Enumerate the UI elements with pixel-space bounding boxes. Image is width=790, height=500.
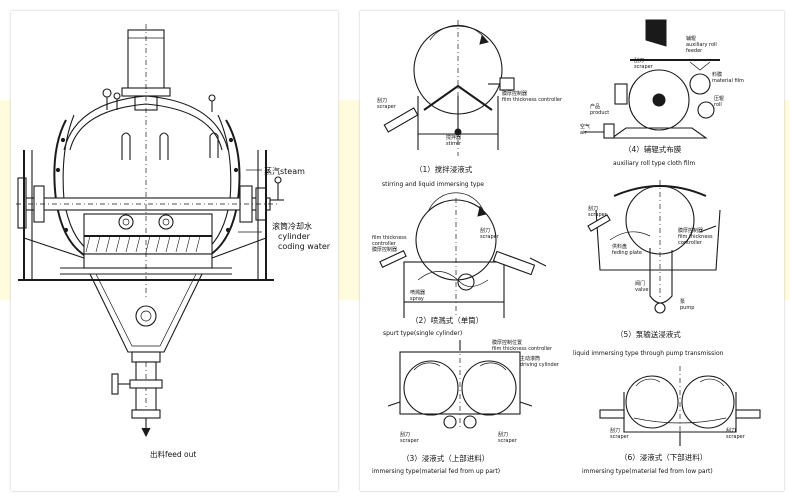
fig6-immersing-low-diagram <box>599 366 761 446</box>
cooling-label-en2: coding water <box>278 242 331 251</box>
discharge-hopper <box>89 273 203 353</box>
fig6-drum-left <box>625 375 679 429</box>
fig5-caption-cn: （5）泵输送浸液式 <box>616 329 681 339</box>
fig3-drum-left <box>403 360 459 416</box>
fig5-caption-en: liquid immersing type through pump trans… <box>573 350 724 357</box>
right-panel <box>360 11 784 491</box>
feed-out-label: 出料feed out <box>150 449 196 459</box>
fig3-immersing-up-diagram <box>387 340 533 430</box>
fig3-caption-cn: （3）浸液式（上部进料） <box>402 453 489 463</box>
fig5-pump-diagram <box>587 180 721 314</box>
fig2-caption-en: spurt type(single cylinder) <box>383 330 462 337</box>
fig4-caption-cn: （4）辅辊式布膜 <box>624 144 682 154</box>
fig1-caption-en: stirring and liquid immersing type <box>382 181 484 188</box>
fig4-drum <box>628 69 690 131</box>
cooling-label-cn: 滚筒冷却水 <box>272 221 312 231</box>
drum-cylinder <box>83 213 213 255</box>
fig6-caption-en: immersing type(material fed from low par… <box>582 468 713 475</box>
fig3-drum-right <box>461 360 517 416</box>
fig1-caption-cn: （1）搅拌浸液式 <box>415 164 473 174</box>
fig3-caption-en: immersing type(material fed from up part… <box>372 468 500 475</box>
fig2-spurt-diagram <box>379 192 547 318</box>
fig1-stirring-diagram <box>383 20 515 156</box>
fig6-caption-cn: （6）浸液式（下部进料） <box>620 452 707 462</box>
fig6-drum-right <box>681 375 735 429</box>
steam-label: 蒸汽steam <box>264 166 305 176</box>
fig2-caption-cn: （2）喷溅式（单筒） <box>411 315 483 325</box>
fig4-caption-en: auxiliary roll type cloth film <box>613 160 695 167</box>
cooling-label-en1: cylinder <box>278 232 311 241</box>
drum-dryer-assembly <box>16 24 284 438</box>
fig4-aux-roll-diagram <box>584 19 720 139</box>
